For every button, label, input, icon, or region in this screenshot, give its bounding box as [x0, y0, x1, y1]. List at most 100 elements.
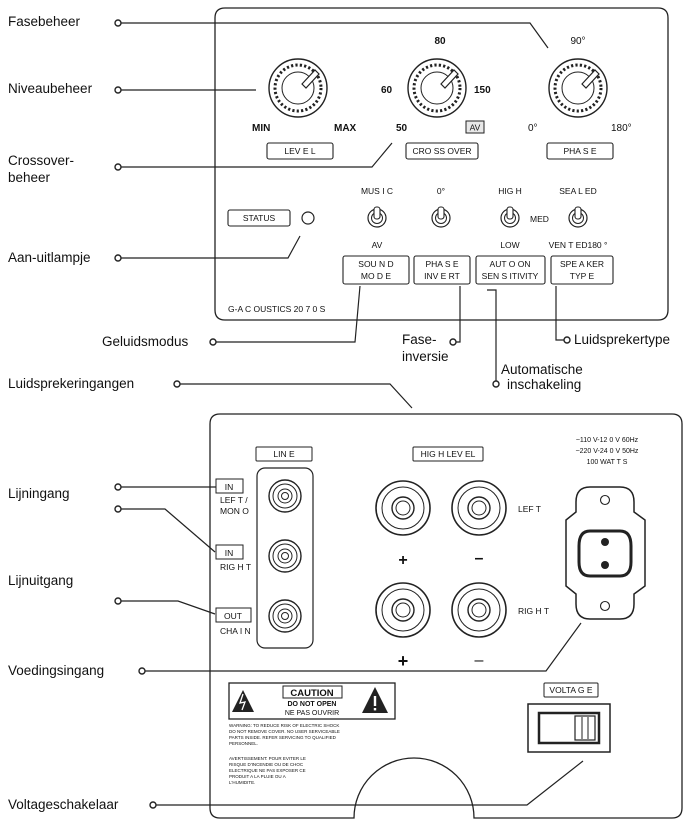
crossover-label: CRO SS OVER — [412, 146, 471, 156]
in-right-label: IN — [225, 548, 234, 558]
voltage-label: VOLTA G E — [549, 685, 592, 695]
crossover-dial[interactable] — [406, 57, 468, 119]
avert-line-5: L'HUMIDITE. — [229, 780, 255, 785]
power-spec-3: 100 WAT T S — [587, 459, 628, 466]
level-label-box — [266, 142, 334, 160]
phase-180-label: 180° — [611, 123, 632, 134]
right-plus-sign: + — [398, 651, 409, 671]
high-label: HIG H — [498, 186, 522, 196]
high-level-right-minus-terminal[interactable] — [451, 582, 507, 638]
music-label: MUS I C — [361, 186, 393, 196]
in-left-box — [215, 478, 244, 494]
line-out-chain-jack[interactable] — [268, 599, 302, 633]
vented-label: VEN T ED180 ° — [549, 240, 608, 250]
callout-geluidsmodus: Geluidsmodus — [102, 334, 189, 349]
phase-dial[interactable] — [547, 57, 609, 119]
sound-mode-label-box — [342, 255, 410, 285]
voltage-selector-switch[interactable] — [527, 703, 611, 753]
left-plus-sign: + — [398, 552, 407, 569]
avert-line-4: PRODUIT A LA PLUIE OU A — [229, 774, 286, 779]
warning-line-3: PARTS INSIDE. REFER SERVICING TO QUALIFI… — [229, 735, 337, 740]
bottom-callout-lines — [118, 383, 584, 806]
callout-luidsprekertype: Luidsprekertype — [574, 332, 670, 347]
callout-voltageschakelaar: Voltageschakelaar — [8, 797, 119, 812]
level-dial[interactable] — [267, 57, 329, 119]
callout-automatische-line2: inschakeling — [507, 377, 581, 392]
phase-90-label: 90° — [570, 36, 585, 47]
avert-line-2: RISQUE D'INCENDIE OU DE CHOC — [229, 762, 304, 767]
line-label-box — [255, 446, 313, 462]
crossover-av-label: AV — [470, 123, 481, 133]
callout-faseinversie-line1: Fase- — [402, 332, 437, 347]
crossover-80-label: 80 — [434, 36, 446, 47]
avert-line-3: ELECTRIQUE NE PAS EXPOSER CE — [229, 768, 306, 773]
high-level-right-plus-terminal[interactable] — [375, 582, 431, 638]
top-callout-dots — [114, 19, 571, 388]
line-label: LIN E — [273, 449, 295, 459]
caution-text: CAUTION — [290, 688, 333, 699]
phase-label: PHA S E — [563, 146, 596, 156]
callout-luidsprekeringangen: Luidsprekeringangen — [8, 376, 134, 391]
line-in-left-jack[interactable] — [268, 479, 302, 513]
line-jack-plate — [256, 467, 314, 649]
right-minus-sign: – — [475, 652, 484, 669]
phase-invert-label-box — [413, 255, 471, 285]
avert-line-1: AVERTISSEMENT: POUR EVITER LE — [229, 756, 306, 761]
callout-lijningang: Lijningang — [8, 486, 70, 501]
status-label: STATUS — [243, 213, 276, 223]
left-minus-sign: – — [475, 550, 484, 567]
warning-line-4: PERSONNEL. — [229, 741, 258, 746]
in-left-label: IN — [225, 482, 234, 492]
ne-pas-ouvrir-text: NE PAS OUVRIR — [285, 710, 339, 717]
power-inlet-socket[interactable] — [565, 486, 646, 620]
right-terminal-label: RIG H T — [518, 606, 549, 616]
bottom-input-panel: LIN E IN LEF T / MON O IN RIG H T OUT CH… — [209, 413, 683, 819]
phase-invert-label-2: INV E RT — [424, 271, 460, 281]
phase-label-box — [546, 142, 614, 160]
level-label: LEV E L — [284, 146, 315, 156]
top-callout-lines — [118, 22, 567, 384]
speaker-type-label-1: SPE A KER — [560, 259, 604, 269]
high-level-left-plus-terminal[interactable] — [375, 480, 431, 536]
status-label-box — [227, 209, 291, 227]
right-label: RIG H T — [220, 562, 251, 572]
callout-crossover-line1: Crossover- — [8, 153, 74, 168]
crossover-50-label: 50 — [396, 123, 408, 134]
phase-0-label: 0° — [528, 123, 538, 134]
auto-on-label-1: AUT O ON — [490, 259, 531, 269]
sound-mode-label-2: MO D E — [361, 271, 392, 281]
lightning-warning-icon — [232, 690, 254, 712]
top-control-panel: MIN MAX LEV E L 80 60 150 50 AV CRO SS O… — [214, 7, 669, 321]
callout-aan-uitlampje: Aan-uitlampje — [8, 250, 91, 265]
voltage-label-box — [543, 682, 599, 698]
phase-zero-label: 0° — [437, 186, 445, 196]
crossover-av-box — [465, 120, 485, 134]
auto-on-label-box — [475, 255, 546, 285]
callout-lijnuitgang: Lijnuitgang — [8, 573, 73, 588]
phase-invert-label-1: PHA S E — [425, 259, 458, 269]
callout-faseinversie-line2: inversie — [402, 349, 449, 364]
out-box — [215, 607, 252, 623]
high-level-left-minus-terminal[interactable] — [451, 480, 507, 536]
crossover-label-box — [405, 142, 479, 160]
left-mono-label-1: LEF T / — [220, 495, 248, 505]
high-level-label: HIG H LEV EL — [421, 449, 476, 459]
av-label: AV — [372, 240, 383, 250]
callout-voedingsingang: Voedingsingang — [8, 663, 104, 678]
power-spec-1: ~110 V-12 0 V 60Hz — [576, 437, 639, 444]
callout-crossover-line2: beheer — [8, 170, 51, 185]
line-in-right-jack[interactable] — [268, 539, 302, 573]
left-terminal-label: LEF T — [518, 504, 541, 514]
warning-line-2: DO NOT REMOVE COVER. NO USER SERVICEABLE — [229, 729, 340, 734]
callout-fasebeheer: Fasebeheer — [8, 14, 81, 29]
left-mono-label-2: MON O — [220, 506, 249, 516]
crossover-60-label: 60 — [381, 85, 393, 96]
status-led — [301, 211, 315, 225]
crossover-150-label: 150 — [474, 85, 491, 96]
brand-label: G-A C OUSTICS 20 7 0 S — [228, 304, 326, 314]
level-min-label: MIN — [252, 123, 270, 134]
sealed-label: SEA L ED — [559, 186, 596, 196]
power-spec-2: ~220 V-24 0 V 50Hz — [576, 448, 639, 455]
do-not-open-text: DO NOT OPEN — [287, 701, 336, 708]
